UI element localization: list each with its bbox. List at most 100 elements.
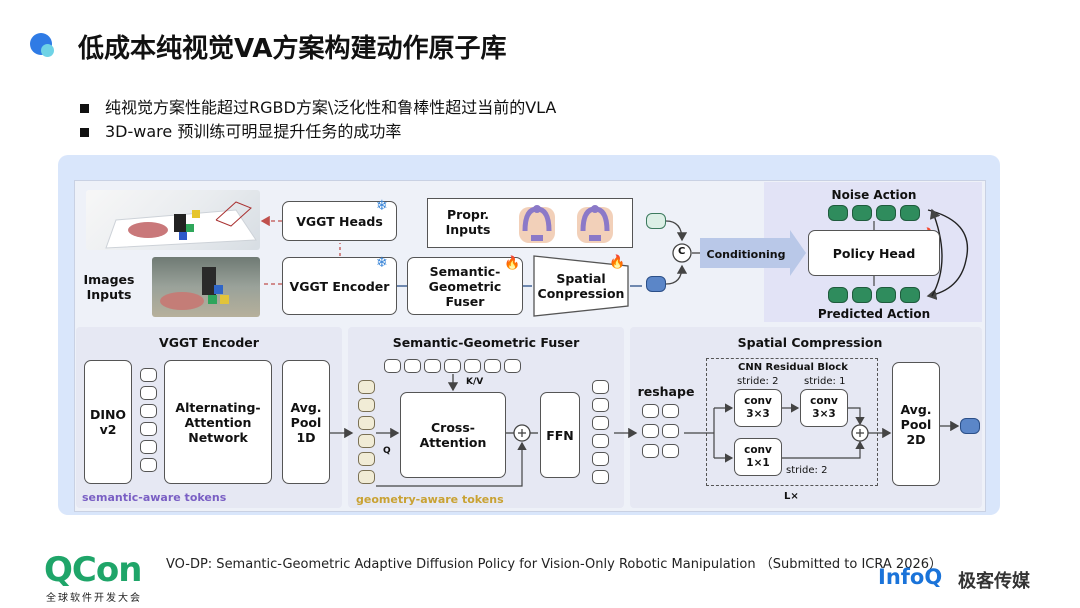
kv-token [464,359,481,373]
geometry-token [358,470,375,484]
predicted-token [876,287,896,303]
geometry-token [358,416,375,430]
token [140,404,157,418]
dino-box: DINO v2 [84,360,132,484]
cnn-block-title: CNN Residual Block [738,362,848,373]
bullet-item: 3D-ware 预训练可明显提升任务的成功率 [80,120,556,144]
grid-token [642,424,659,438]
snowflake-icon: ❄ [376,198,388,214]
token [140,440,157,454]
square-bullet-icon [80,127,89,137]
grid-token [662,404,679,418]
geometry-token [358,380,375,394]
kv-token [404,359,421,373]
geometry-token [358,452,375,466]
output-token [592,398,609,412]
reshape-label: reshape [637,384,695,399]
robot-render-image [86,190,260,250]
paper-caption: VO-DP: Semantic-Geometric Adaptive Diffu… [166,557,943,572]
stride1-label: stride: 1 [804,376,846,387]
kv-token [444,359,461,373]
grid-token [642,404,659,418]
visual-token [646,276,666,292]
conv1x1-box: conv 1×1 [734,438,782,476]
token [140,386,157,400]
noise-token [852,205,872,221]
concat-symbol: C [678,246,686,257]
robot-photo-graphic [160,267,229,310]
grid-token [642,444,659,458]
avg-pool-2d-label: Avg. Pool 2D [900,401,932,447]
grid-token [662,444,679,458]
images-inputs-label: Images Inputs [83,272,135,302]
q-label: Q [383,446,391,456]
vggt-encoder-label: VGGT Encoder [289,278,390,294]
conv3x3-label: conv 3×3 [810,395,838,420]
geek-media-logo: 极客传媒 [958,571,1030,592]
spatial-compression-label: Spatial Conpression [537,271,625,301]
fire-icon: 🔥 [504,256,521,271]
cross-attention-box: Cross- Attention [400,392,506,478]
title-row: 低成本纯视觉VA方案构建动作原子库 [30,28,506,64]
fire-icon: 🔥 [609,255,626,270]
bullet-text: 3D-ware 预训练可明显提升任务的成功率 [105,122,402,141]
policy-head-label: Policy Head [832,245,916,261]
spatial-compression-shape [533,255,629,317]
bullet-list: 纯视觉方案性能超过RGBD方案\泛化性和鲁棒性超过当前的VLA 3D-ware … [80,96,556,144]
noise-action-label: Noise Action [831,188,917,202]
output-token [592,416,609,430]
avg-pool-1d-box: Avg. Pool 1D [282,360,330,484]
geometry-token [358,398,375,412]
avg-pool-1d-label: Avg. Pool 1D [290,399,322,445]
vggt-encoder-box: VGGT Encoder [282,257,397,315]
predicted-action-label: Predicted Action [817,307,931,321]
output-token [592,470,609,484]
predicted-token [900,287,920,303]
semantic-geometric-fuser-box: Semantic- Geometric Fuser [407,257,523,315]
token [140,422,157,436]
ffn-label: FFN [546,427,574,443]
snowflake-icon: ❄ [376,255,388,271]
compressed-token [960,418,980,434]
alternating-attention-box: Alternating- Attention Network [164,360,272,484]
output-token [592,434,609,448]
robot-photo-image [152,257,260,317]
output-token [592,452,609,466]
token [140,368,157,382]
title-bullet-icon [30,33,56,59]
token [140,458,157,472]
kv-token [384,359,401,373]
bullet-item: 纯视觉方案性能超过RGBD方案\泛化性和鲁棒性超过当前的VLA [80,96,556,120]
dino-label: DINO v2 [89,407,127,437]
sc-panel-title: Spatial Compression [737,335,883,350]
robot-render-graphic [105,201,257,249]
robot-arm-icon [519,205,613,243]
vggt-heads-label: VGGT Heads [296,213,383,229]
noise-token [900,205,920,221]
vggt-heads-box: VGGT Heads [282,201,397,241]
propr-inputs-label: Propr. Inputs [445,207,491,237]
predicted-token [852,287,872,303]
ffn-box: FFN [540,392,580,478]
conv3x3-box: conv 3×3 [800,389,848,427]
geometry-tokens-label: geometry-aware tokens [356,493,504,506]
avg-pool-2d-box: Avg. Pool 2D [892,362,940,486]
fuser-box-label: Semantic- Geometric Fuser [428,263,502,309]
propr-token [646,213,666,229]
noise-token [828,205,848,221]
fuser-panel-title: Semantic-Geometric Fuser [392,335,580,350]
kv-token [504,359,521,373]
conv3x3-box: conv 3×3 [734,389,782,427]
conv3x3-label: conv 3×3 [744,395,772,420]
qcon-logo: QCon [44,550,142,590]
output-token [592,380,609,394]
cross-attention-label: Cross- Attention [419,420,487,450]
policy-head-box: Policy Head [808,230,940,276]
predicted-token [828,287,848,303]
repeat-label: L× [784,491,799,502]
cnn-residual-block-frame [706,358,878,486]
encoder-panel-title: VGGT Encoder [159,335,259,350]
grid-token [662,424,679,438]
